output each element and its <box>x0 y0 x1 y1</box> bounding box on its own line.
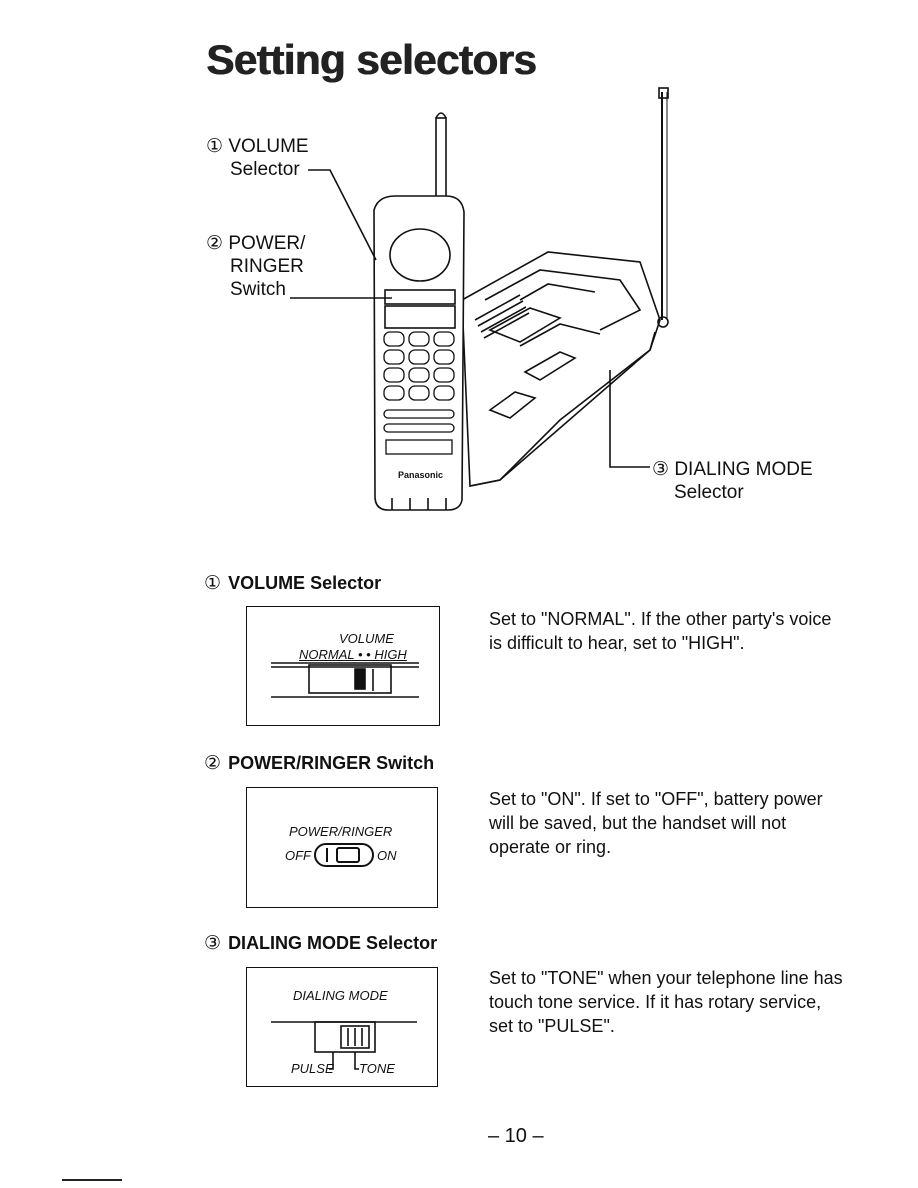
footer-rule <box>62 1179 122 1181</box>
power-switch-drawing <box>314 843 374 867</box>
power-figure-label: POWER/RINGER <box>289 824 393 839</box>
volume-figure-label: VOLUME <box>339 631 394 646</box>
power-description: Set to "ON". If set to "OFF", battery po… <box>489 789 823 857</box>
volume-section-heading: ① VOLUME Selector <box>204 572 381 595</box>
dialing-section-title: DIALING MODE Selector <box>228 933 438 953</box>
power-figure-on-label: ON <box>377 848 397 863</box>
page-title: Setting selectors <box>206 36 536 83</box>
dialing-callout-number: ③ <box>652 459 670 480</box>
power-section-heading: ② POWER/RINGER Switch <box>204 752 434 775</box>
power-callout-line1: POWER/ <box>228 233 306 254</box>
volume-callout-line2: Selector <box>230 159 300 180</box>
power-callout: ② POWER/ RINGER Switch <box>206 232 305 301</box>
dialing-section-number: ③ <box>204 933 222 954</box>
volume-section-number: ① <box>204 573 222 594</box>
power-figure-off-label: OFF <box>285 848 311 863</box>
volume-figure-positions: NORMAL • • HIGH <box>299 647 407 662</box>
dialing-callout-line2: Selector <box>674 482 744 503</box>
dialing-callout-line1: DIALING MODE <box>674 459 813 480</box>
page-number: – 10 – <box>488 1125 544 1147</box>
power-callout-number: ② <box>206 233 224 254</box>
dialing-callout: ③ DIALING MODE Selector <box>652 458 813 504</box>
power-section-number: ② <box>204 753 222 774</box>
phone-illustration: Panasonic <box>290 87 669 511</box>
power-switch-figure: POWER/RINGER OFF ON <box>246 787 438 908</box>
dialing-figure-label: DIALING MODE <box>293 988 388 1003</box>
volume-switch-drawing <box>271 662 419 698</box>
volume-description: Set to "NORMAL". If the other party's vo… <box>489 609 832 653</box>
volume-callout: ① VOLUME Selector <box>206 135 309 181</box>
dialing-description: Set to "TONE" when your telephone line h… <box>489 968 843 1036</box>
volume-selector-figure: VOLUME NORMAL • • HIGH <box>246 606 440 726</box>
power-section-title: POWER/RINGER Switch <box>228 753 435 773</box>
power-callout-line2: RINGER <box>230 256 304 277</box>
dialing-selector-figure: DIALING MODE PULSE TONE <box>246 967 438 1087</box>
dialing-section-heading: ③ DIALING MODE Selector <box>204 932 437 955</box>
dialing-figure-tone-label: TONE <box>359 1061 395 1076</box>
handset-brand-label: Panasonic <box>398 470 443 480</box>
dialing-figure-pulse-label: PULSE <box>291 1061 334 1076</box>
volume-callout-number: ① <box>206 136 224 157</box>
dialing-switch-drawing <box>271 1021 417 1070</box>
volume-callout-line1: VOLUME <box>228 136 309 157</box>
volume-section-title: VOLUME Selector <box>228 573 382 593</box>
power-callout-line3: Switch <box>230 279 286 300</box>
